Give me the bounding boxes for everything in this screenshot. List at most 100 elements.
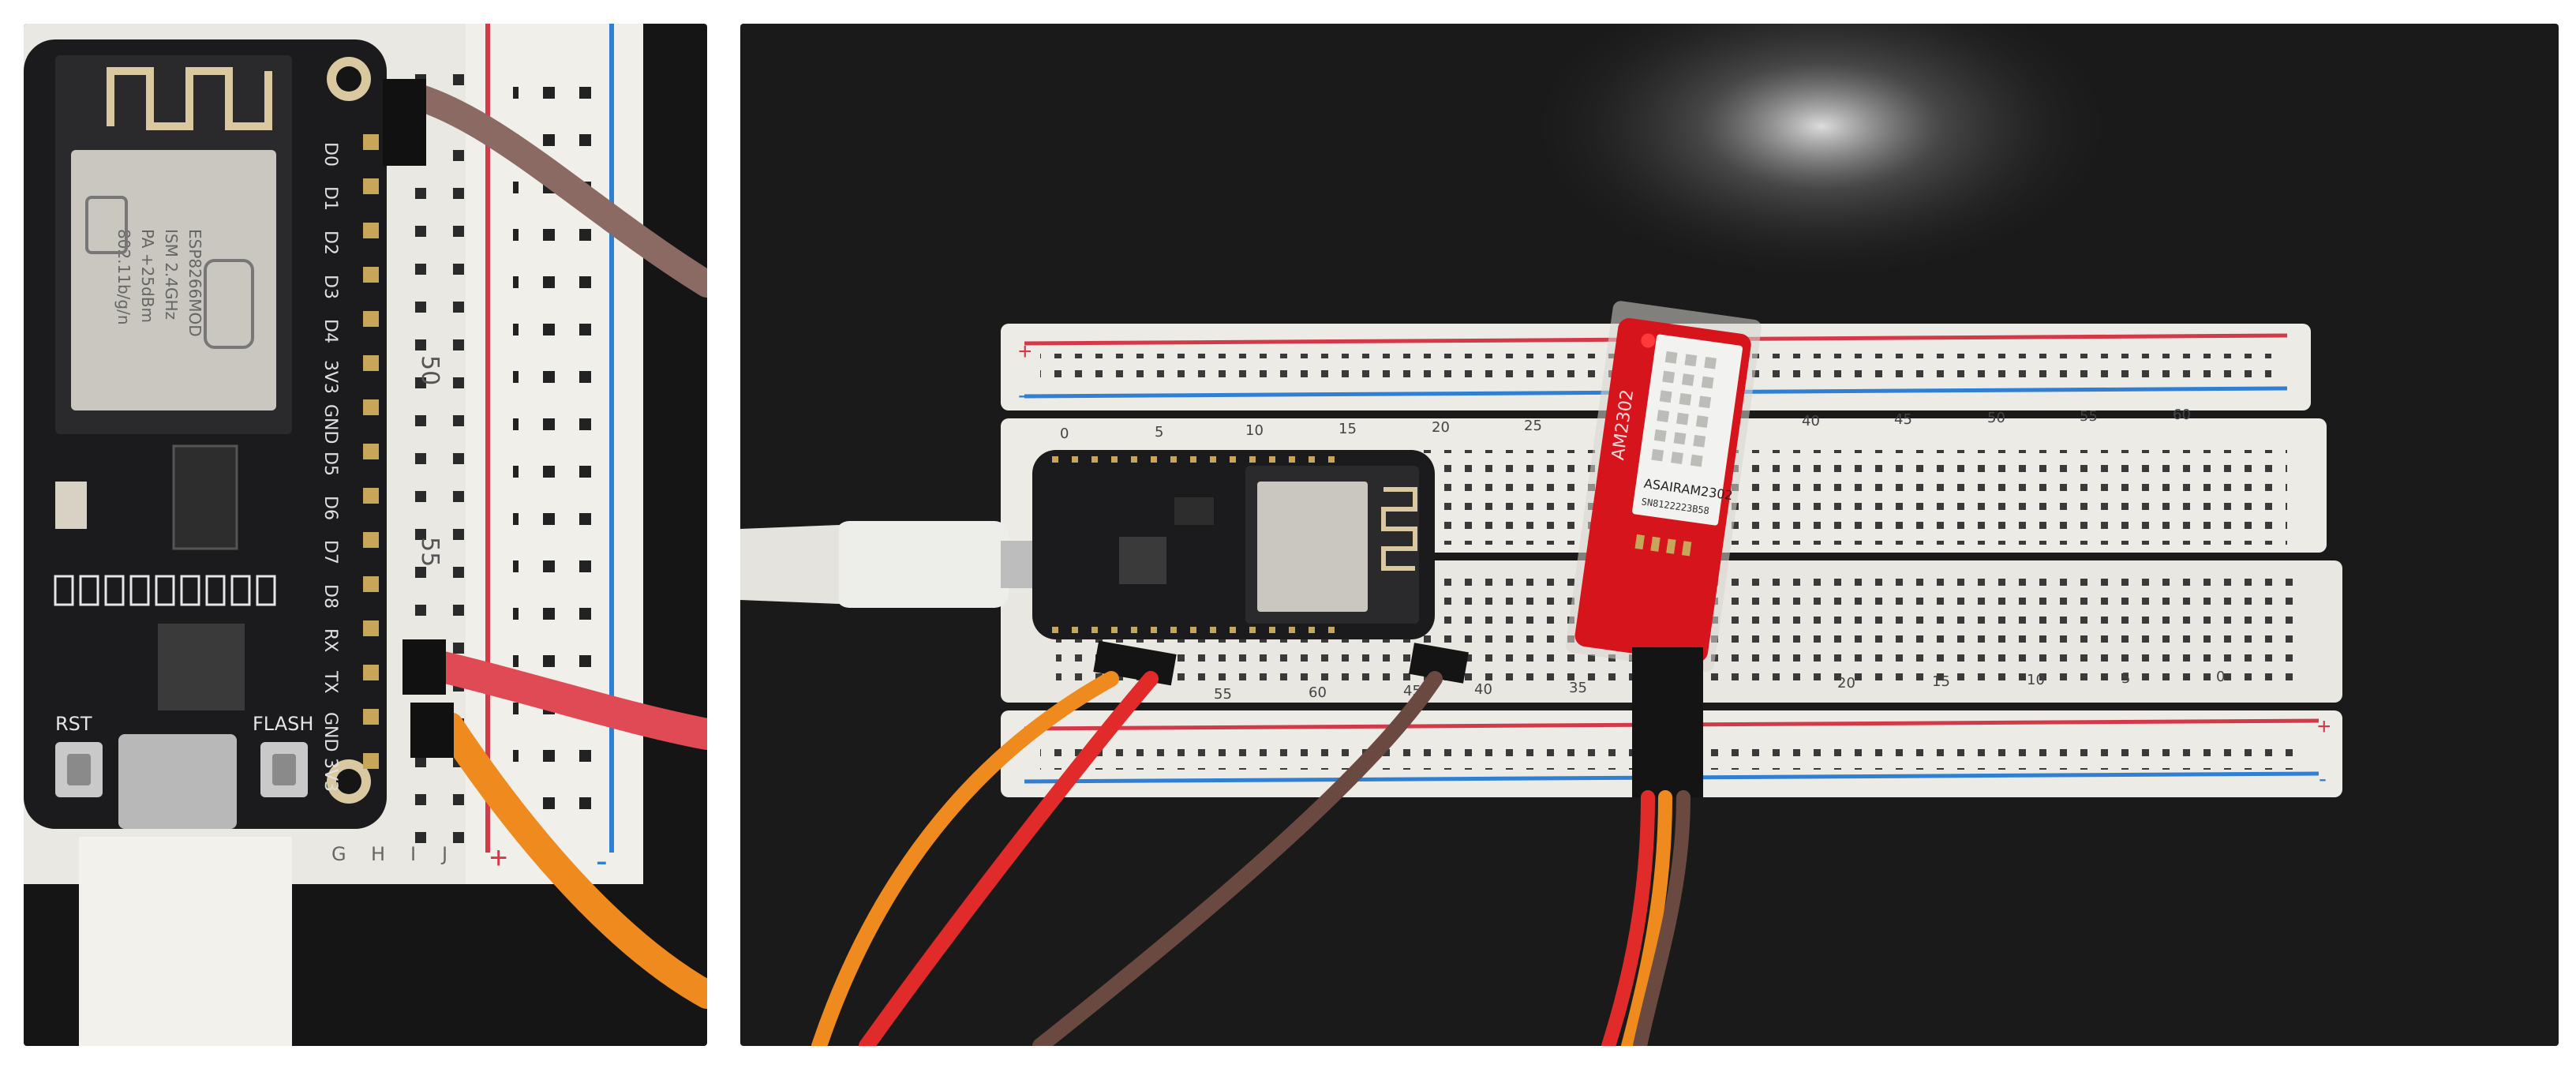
right-photo: + - + - 0 5 10 15 20 25 30 35 40 45 50 5… [740,24,2559,1046]
sensor-vents [1651,350,1717,467]
left-photo: + - 50 55 ESP8266MOD ISM 2.4GHz PA +25dB… [24,24,707,1046]
pcb-antenna-trace [107,67,272,130]
column-number: 10 [1245,422,1264,439]
wire-red [859,671,1159,1046]
wifi-logo-icon [204,259,254,349]
usb-serial-chip [158,624,245,710]
wifi-module-text: ISM 2.4GHz [162,229,181,320]
smd-components [54,575,276,606]
header-pins-right [363,134,379,769]
flash-button-label: FLASH [253,713,313,735]
rail-minus-sign: - [596,841,608,880]
row-letters: G H I J [331,843,447,865]
pin-label: GND [320,712,340,752]
pin-label: D2 [320,231,340,255]
capacitor [55,482,87,529]
micro-usb-port [118,734,237,829]
column-number: 40 [1474,681,1492,698]
pin-label: GND [320,404,340,444]
wifi-module-text: 802.11b/g/n [114,229,133,325]
column-number: 50 [1987,410,2005,426]
column-number: 25 [1524,418,1542,434]
voltage-regulator [172,444,238,550]
column-number: 0 [1060,425,1069,442]
am2302-sensor: ASAIR AM2302 SN8122223B58 AM2302 [1565,301,1762,672]
right-photo-scene: + - + - 0 5 10 15 20 25 30 35 40 45 50 5… [740,24,2559,1046]
bottom-rail-minus: - [2319,766,2327,792]
wire-red [410,647,707,750]
voltage-regulator [1174,497,1214,525]
reset-button-label: RST [55,713,92,735]
jumper-connector-right [1409,643,1469,684]
sensor-pins [1634,534,1692,557]
top-rail-minus: - [1018,382,1026,408]
bottom-rail-plus: + [2317,714,2331,740]
pin-label: D1 [320,186,340,211]
wire-orange [436,712,707,1009]
column-number: 45 [1894,411,1912,428]
column-number: 0 [2216,669,2225,685]
pin-label: D8 [320,584,340,609]
column-number: 5 [2121,670,2130,687]
jumper-connector-orange [410,703,454,758]
column-number: 40 [1802,413,1820,429]
sensor-wire-brown [1633,790,1690,1046]
usb-serial-chip [1119,537,1166,584]
pin-label: 3V3 [320,758,340,792]
column-number: 35 [1569,680,1587,696]
pin-label: D7 [320,540,340,564]
pin-label: 3V3 [320,360,340,394]
pin-label: D0 [320,142,340,167]
esp8266-shield [71,150,276,410]
reset-button [55,742,103,797]
mounting-hole [336,66,361,92]
breadboard-number-50: 50 [416,355,444,385]
sensor-housing [1632,334,1743,526]
row-letter: G [331,843,346,865]
sensor-wire-red [1601,790,1655,1046]
column-number: 55 [1214,686,1232,703]
esp8266-shield [1257,482,1368,612]
row-letter: I [410,843,416,865]
column-number: 15 [1339,421,1357,437]
pin-label: D3 [320,275,340,299]
wifi-module-text: PA +25dBm [138,229,157,323]
jumper-connector-brown [383,79,426,166]
usb-cable-plug [835,521,1009,608]
pin-label: TX [320,670,340,694]
fcc-logo-icon [85,196,128,254]
row-letter: J [440,843,447,865]
light-reflection [1522,24,2121,284]
flash-button [260,742,308,797]
usb-cable [79,837,292,1046]
rail-plus-sign: + [489,841,507,875]
column-number: 20 [1432,419,1450,436]
wire-brown [397,81,707,298]
pcb-antenna-trace [1381,487,1417,571]
row-letter: H [371,843,385,865]
usb-cable-strain-relief [740,525,839,604]
column-number: 15 [1932,673,1950,690]
top-rail-plus: + [1018,339,1032,365]
left-photo-scene: + - 50 55 ESP8266MOD ISM 2.4GHz PA +25dB… [24,24,707,1046]
column-number: 10 [2027,672,2045,688]
pin-label: D6 [320,496,340,520]
column-number: 5 [1155,424,1163,440]
column-number: 60 [2173,407,2191,423]
wire-brown [1032,671,1443,1046]
mounting-hole [336,769,361,794]
sensor-led [1641,333,1656,348]
column-number: 20 [1837,675,1855,692]
header-pins-top [1052,456,1335,463]
column-number: 60 [1309,684,1327,701]
pin-label: D5 [320,452,340,476]
pin-labels: D0 D1 D2 D3 D4 3V3 GND D5 D6 D7 D8 RX TX… [320,142,340,792]
sensor-wire-orange [1621,790,1672,1046]
sensor-jumper-connector [1632,647,1703,797]
wire-orange [811,671,1119,1046]
jumper-connector-red [402,639,446,695]
column-number: 55 [2080,408,2098,425]
wifi-module-text: ESP8266MOD [185,229,204,337]
header-pins-bottom [1052,627,1335,633]
pin-label: RX [320,628,340,652]
